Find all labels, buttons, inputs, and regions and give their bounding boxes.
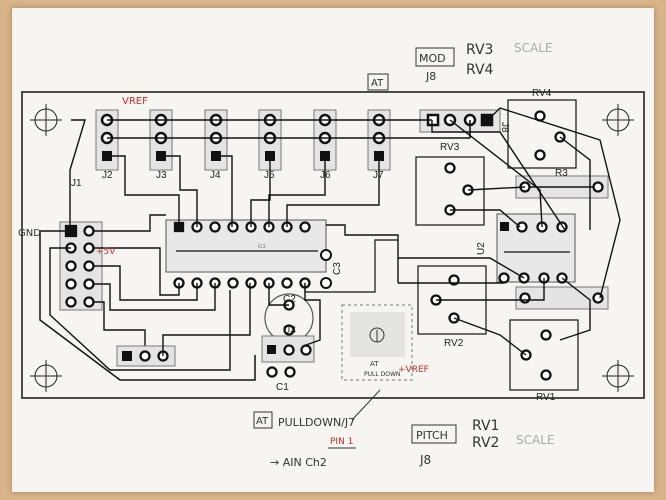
mod-box	[415, 47, 455, 67]
label-c2: C2	[283, 294, 296, 305]
label-rv3: RV3	[440, 142, 460, 153]
note-mod: MOD	[419, 52, 446, 65]
label-j8: J8	[499, 122, 510, 133]
pitch-box	[411, 424, 457, 444]
note-vref-top: VREF	[122, 96, 148, 107]
pulldown-box	[341, 304, 413, 381]
rv1-body	[509, 319, 579, 391]
note-rv3-top: RV3	[466, 42, 493, 58]
label-rv2: RV2	[444, 338, 464, 349]
note-j8-bottom: J8	[419, 453, 431, 467]
note-vref-bottom: +VREF	[398, 365, 429, 375]
mounting-hole-tl	[30, 104, 62, 136]
note-j8-top: J8	[425, 70, 436, 83]
note-rv2-bottom: RV2	[472, 435, 499, 451]
at-top-box	[367, 73, 389, 91]
label-j2: J2	[102, 170, 113, 181]
label-c3: C3	[332, 262, 343, 275]
label-j3: J3	[156, 170, 167, 181]
label-j4: J4	[210, 170, 221, 181]
note-plus5v: +5V	[96, 247, 116, 257]
note-scale-bottom: SCALE	[516, 433, 554, 447]
header-row	[95, 109, 391, 171]
note-scale-top: SCALE	[514, 41, 552, 55]
label-u3: U3	[283, 325, 296, 336]
label-j1: J1	[71, 178, 82, 189]
label-j6: J6	[320, 170, 331, 181]
rv4-body	[507, 99, 577, 169]
note-gnd: GND	[18, 228, 41, 239]
note-rv1-bottom: RV1	[472, 418, 499, 434]
note-ain: → AIN Ch2	[270, 456, 327, 469]
note-pulldown-j7: PULLDOWN/J7	[278, 416, 355, 429]
note-at-bottom: AT	[256, 416, 269, 427]
note-pitch: PITCH	[416, 429, 448, 442]
label-rv1: RV1	[536, 392, 556, 403]
label-j7: J7	[373, 170, 384, 181]
note-rv4-top: RV4	[466, 62, 494, 78]
label-j5: J5	[264, 170, 275, 181]
mounting-hole-tr	[602, 104, 634, 136]
note-at-top: AT	[371, 78, 384, 89]
rv3-body	[415, 156, 485, 226]
label-ic1: ic1	[258, 244, 266, 250]
label-c1: C1	[276, 382, 289, 393]
label-r3: R3	[555, 168, 568, 179]
board-outline	[21, 91, 645, 399]
note-pin: PIN 1	[330, 437, 353, 447]
label-u2: U2	[476, 242, 487, 255]
at-bottom-box	[253, 411, 273, 429]
label-rv4: RV4	[532, 88, 552, 99]
mounting-hole-br	[602, 360, 634, 392]
note-at-box: AT	[370, 360, 379, 368]
mounting-hole-bl	[30, 360, 62, 392]
note-pulldown-small: PULL DOWN	[364, 371, 400, 378]
